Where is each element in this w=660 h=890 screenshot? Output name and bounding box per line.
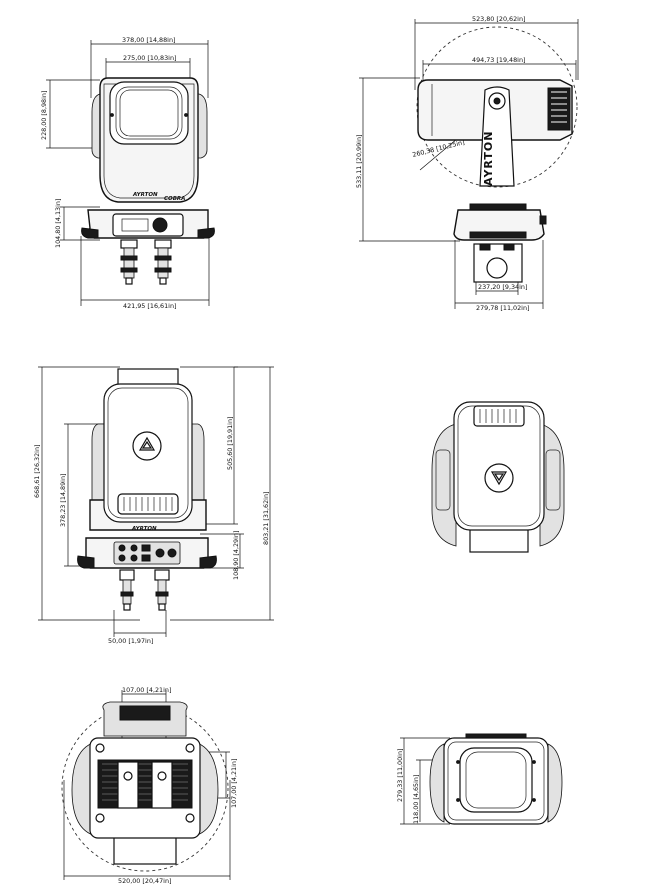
dim-rear-total-height: 668,61 [26,32in]: [33, 445, 41, 499]
top-lens-frame: [459, 747, 533, 813]
side-base-top: [469, 203, 527, 211]
bottom-foot-tl: [95, 743, 105, 753]
dim-bottom-total-width: 520,00 [20,47in]: [118, 877, 172, 885]
rear-base-foot-left: [77, 555, 95, 569]
rear-connector-panel: [113, 541, 181, 565]
front-base-foot-right: [197, 227, 215, 239]
tilted-vent-grille: [473, 405, 525, 427]
rear-vent-grille: [117, 493, 179, 515]
rear-base-foot-right: [199, 555, 217, 569]
rear-logo-icon: [132, 431, 162, 461]
dim-front-lens-width: 275,00 [10,83in]: [123, 54, 177, 62]
tilted-logo-icon: [484, 463, 514, 493]
front-display: [121, 218, 149, 232]
side-head-grille: [551, 91, 567, 123]
front-control-dial: [152, 217, 168, 233]
dim-rear-clamp-offset: 50,00 [1,97in]: [108, 637, 153, 645]
rear-head-inner: [107, 387, 189, 519]
dim-side-top-width: 523,80 [20,62in]: [472, 15, 526, 23]
rear-top-cylinder: [117, 368, 179, 386]
bottom-base-grille: [97, 759, 193, 809]
front-screw-left: [110, 113, 114, 117]
bottom-clamp-left: [117, 761, 139, 809]
dim-bottom-side-depth: 107,00 [4,21in]: [230, 759, 238, 808]
dim-side-base-depth: 279,78 [11,02in]: [476, 304, 530, 312]
side-head-vents: [547, 87, 571, 131]
top-yoke-left: [429, 743, 445, 823]
dim-front-top-width: 378,00 [14,88in]: [122, 36, 176, 44]
side-tilt-hub-center: [493, 97, 501, 105]
tilted-yoke-left: [431, 423, 457, 547]
front-screw-right: [184, 113, 188, 117]
dim-side-head-depth: 494,73 [19,48in]: [472, 56, 526, 64]
bottom-head-vents: [119, 705, 171, 721]
rear-clamp-right: [154, 569, 170, 611]
top-lens: [465, 751, 527, 809]
bottom-foot-tr: [185, 743, 195, 753]
dim-front-head-height: 228,00 [8,98in]: [40, 91, 48, 140]
bottom-foot-br: [185, 813, 195, 823]
bottom-grille-lines: [102, 763, 188, 801]
front-dimension-lines: [46, 40, 210, 306]
dim-top-view-lens: 118,00 [4,65in]: [412, 775, 420, 824]
bottom-lower-cylinder: [113, 835, 177, 865]
dim-top-view-depth: 279,33 [11,00in]: [396, 749, 404, 803]
dim-rear-overall-height: 803,21 [31,62in]: [262, 492, 270, 546]
side-clamp-knob-right: [503, 243, 515, 251]
front-base-foot-left: [81, 227, 99, 239]
front-lens: [119, 89, 179, 137]
dim-front-base-width: 421,95 [16,61in]: [123, 302, 177, 310]
dim-rear-head-height: 505,60 [19,91in]: [226, 417, 234, 471]
dim-side-clamp-spacing: 237,20 [9,34in]: [478, 283, 527, 291]
side-view: 523,80 [20,62in] 494,73 [19,48in] 533,11…: [355, 15, 579, 312]
dim-front-base-height: 104,80 [4,13in]: [54, 199, 62, 248]
side-base-bottom: [469, 231, 527, 239]
front-view: 378,00 [14,88in] 275,00 [10,83in] 228,00…: [40, 36, 215, 310]
bottom-foot-bl: [95, 813, 105, 823]
side-clamp-ring: [486, 257, 508, 279]
side-clamp-knob-left: [479, 243, 491, 251]
side-base-connector: [539, 215, 547, 225]
side-dimension-lines: [359, 19, 579, 309]
side-brand-label: AYRTON: [482, 131, 495, 186]
top-view: 279,33 [11,00in] 118,00 [4,65in]: [396, 733, 563, 825]
bottom-clamp-right: [151, 761, 173, 809]
side-yoke-arm: [479, 86, 515, 187]
dim-bottom-clamp-spacing: 107,00 [4,21in]: [122, 686, 171, 694]
dim-side-total-height: 533,11 [20,99in]: [355, 135, 363, 189]
rear-tilted-view: [431, 401, 565, 553]
front-brand-label: AYRTON: [132, 192, 158, 198]
front-clamp-left: [120, 239, 138, 285]
front-lens-frame: [109, 81, 189, 145]
bottom-view: 107,00 [4,21in] 107,00 [4,21in] 520,00 […: [61, 686, 238, 885]
side-rotation-circle: [416, 26, 578, 188]
rear-clamp-left: [119, 569, 135, 611]
dim-rear-base-height: 108,90 [4,29in]: [232, 531, 240, 580]
top-yoke-right: [547, 743, 563, 823]
front-clamp-right: [154, 239, 172, 285]
rear-view: 668,61 [26,32in] 378,23 [14,89in] 505,60…: [33, 366, 274, 645]
front-lens-inner: [115, 86, 183, 140]
dim-side-radius: 260,38 [10,25in]: [412, 138, 466, 159]
dim-rear-yoke-height: 378,23 [14,89in]: [59, 474, 67, 528]
front-head-outline: [103, 83, 195, 199]
front-model-badge: COBRA: [164, 196, 185, 202]
rear-dimension-lines: [38, 366, 274, 637]
rear-brand-label: AYRTON: [131, 526, 157, 532]
